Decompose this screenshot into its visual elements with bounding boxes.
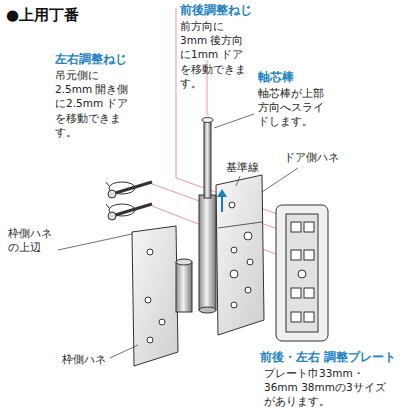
title: ●上用丁番 — [6, 5, 79, 25]
reference-line-label: 基準線 — [226, 160, 276, 174]
plate-note: プレート巾33mm・36mm 38mmの3サイズがあります。 — [264, 366, 396, 409]
leader-lines — [58, 114, 298, 358]
screw-label: 左右調整ねじ — [55, 52, 145, 68]
screw-label: 前後調整ねじ — [180, 3, 280, 19]
part-name: 枠側ハネの上辺 — [8, 226, 58, 254]
pin-note: 軸芯棒が上部方向へスライドします。 — [258, 86, 324, 129]
slide-arrow — [217, 189, 227, 212]
plate-label: 前後・左右 調整プレート — [260, 350, 410, 366]
pin-rod — [202, 118, 213, 199]
screw-note: 吊元側に2.5mm 開き側に2.5mm ドアを移動できます。 — [55, 68, 131, 139]
part-name: ドア側ハネ — [284, 150, 354, 164]
pin-label: 軸芯棒 — [258, 70, 318, 86]
frame-leaf — [132, 226, 192, 366]
adjust-plate — [276, 205, 328, 341]
adjust-screws — [106, 182, 152, 220]
screw-note: 前方向に3mm 後方向に1mm ドアを移動できます。 — [180, 19, 248, 90]
part-name: 枠側ハネ — [62, 352, 122, 366]
door-leaf — [199, 175, 264, 335]
